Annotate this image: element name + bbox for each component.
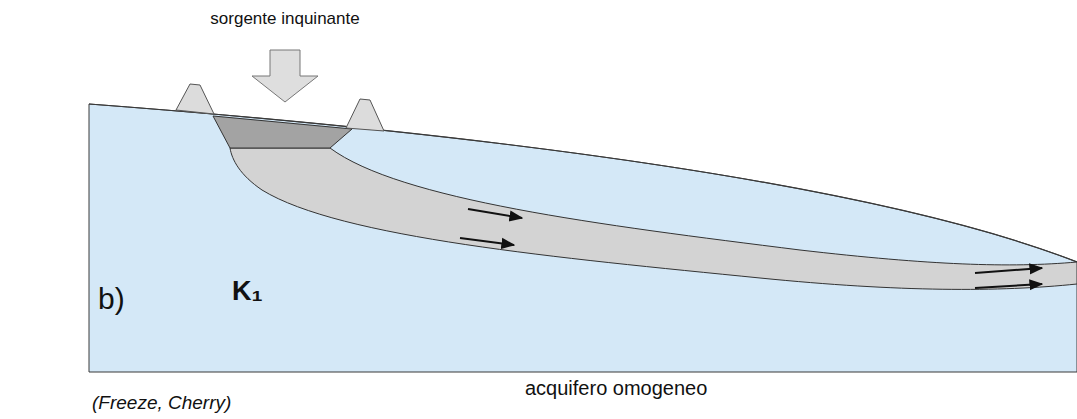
aquifer-region: K₁ — [232, 276, 263, 307]
aquifer-body — [89, 104, 1077, 372]
conductivity-symbol: K₁ — [232, 276, 263, 307]
flow-arrow — [460, 238, 514, 245]
source-arrow — [252, 50, 318, 102]
panel-letter: b) — [98, 282, 125, 315]
contaminant-plume — [230, 148, 1077, 289]
flow-arrow — [975, 284, 1042, 288]
berm — [176, 84, 214, 114]
source-label: sorgente inquinante — [210, 10, 359, 29]
flow-arrow — [975, 268, 1042, 273]
aquifer-label: acquifero omogeneo — [525, 377, 707, 399]
flow-arrow — [468, 209, 522, 218]
pond — [213, 116, 352, 148]
berm — [346, 99, 384, 131]
source-citation: (Freeze, Cherry) — [92, 393, 231, 414]
